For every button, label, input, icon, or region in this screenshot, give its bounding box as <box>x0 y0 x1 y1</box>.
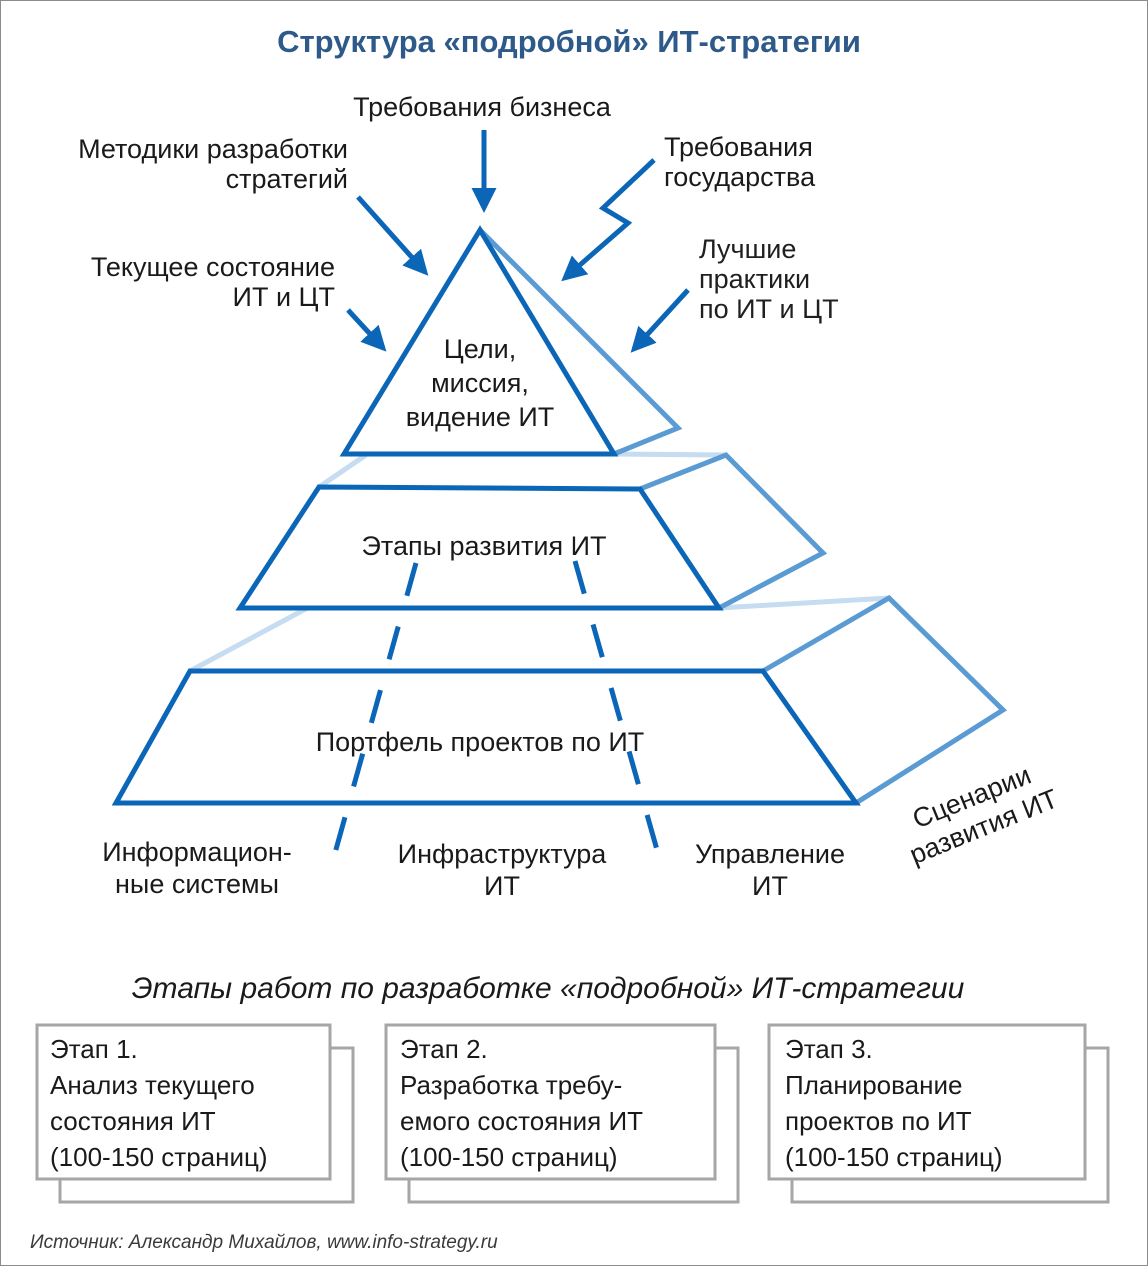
mid-level-front <box>235 484 724 611</box>
arrow-best-practices <box>630 288 690 353</box>
input-business-label: Требования бизнеса <box>353 92 612 122</box>
input-best-practices-label-line1: Лучшие <box>699 234 796 264</box>
stage-1-line1: Этап 1. <box>50 1034 138 1064</box>
arrow-government <box>561 158 656 282</box>
divider-left <box>325 562 419 879</box>
level-top-label-line3: видение ИТ <box>406 402 555 432</box>
stage-2-line1: Этап 2. <box>400 1034 488 1064</box>
top-level-front <box>339 225 619 457</box>
input-best-practices-label-line3: по ИТ и ЦТ <box>699 294 839 324</box>
stage-3-card <box>767 1023 1087 1181</box>
divider-right <box>572 560 668 879</box>
stage-2-card <box>384 1023 717 1181</box>
stage-1-line2: Анализ текущего <box>50 1070 255 1100</box>
bottom-back-top-edge <box>718 595 890 611</box>
input-current-state-label-line2: ИТ и ЦТ <box>233 282 335 312</box>
input-methods-label-line1: Методики разработки <box>78 134 348 164</box>
stages-title: Этапы работ по разработке «подробной» ИТ… <box>132 972 965 1005</box>
section-mgmt-label-line1: Управление <box>695 839 845 869</box>
section-infra-label-line1: Инфраструктура <box>398 839 608 869</box>
arrow-current-state <box>346 308 387 352</box>
stage-3-line3: проектов по ИТ <box>785 1106 972 1136</box>
stage-2-line2: Разработка требу- <box>400 1070 622 1100</box>
section-is-label-line2: ные системы <box>115 869 279 899</box>
stage-3-line4: (100-150 страниц) <box>785 1142 1003 1172</box>
section-is-label-line1: Информацион- <box>102 837 292 867</box>
stage-3-line1: Этап 3. <box>785 1034 873 1064</box>
input-methods-label-line2: стратегий <box>226 164 348 194</box>
stage-1-line4: (100-150 страниц) <box>50 1142 268 1172</box>
stage-1-line3: состояния ИТ <box>50 1106 216 1136</box>
source-caption: Источник: Александр Михайлов, www.info-s… <box>30 1232 498 1253</box>
mid-back-left-edge <box>317 452 368 490</box>
input-government-label-line2: государства <box>664 162 816 192</box>
scenarios-label: Сценарии развития ИТ <box>905 760 1062 870</box>
stage-2-line3: емого состояния ИТ <box>400 1106 643 1136</box>
section-mgmt-label-line2: ИТ <box>752 871 788 901</box>
arrow-methods <box>356 195 429 276</box>
input-current-state-label-line1: Текущее состояние <box>91 252 335 282</box>
input-best-practices-label-line2: практики <box>699 264 810 294</box>
level-middle-label: Этапы развития ИТ <box>361 531 606 561</box>
mid-back-top-edge <box>613 451 727 458</box>
bottom-side-face <box>761 594 1008 806</box>
input-government-label-line1: Требования <box>664 132 813 162</box>
section-infra-label-line2: ИТ <box>484 871 520 901</box>
mid-side-face <box>639 452 828 611</box>
level-top-label-line1: Цели, <box>444 334 516 364</box>
diagram-title: Структура «подробной» ИТ-стратегии <box>277 24 861 59</box>
bottom-level-front <box>111 668 861 806</box>
stage-3-line2: Планирование <box>785 1070 962 1100</box>
stage-1-card <box>35 1023 332 1181</box>
stage-2-line4: (100-150 страниц) <box>400 1142 618 1172</box>
level-top-label-line2: миссия, <box>431 368 529 398</box>
top-side-face <box>478 228 683 457</box>
level-bottom-label: Портфель проектов по ИТ <box>316 727 645 757</box>
